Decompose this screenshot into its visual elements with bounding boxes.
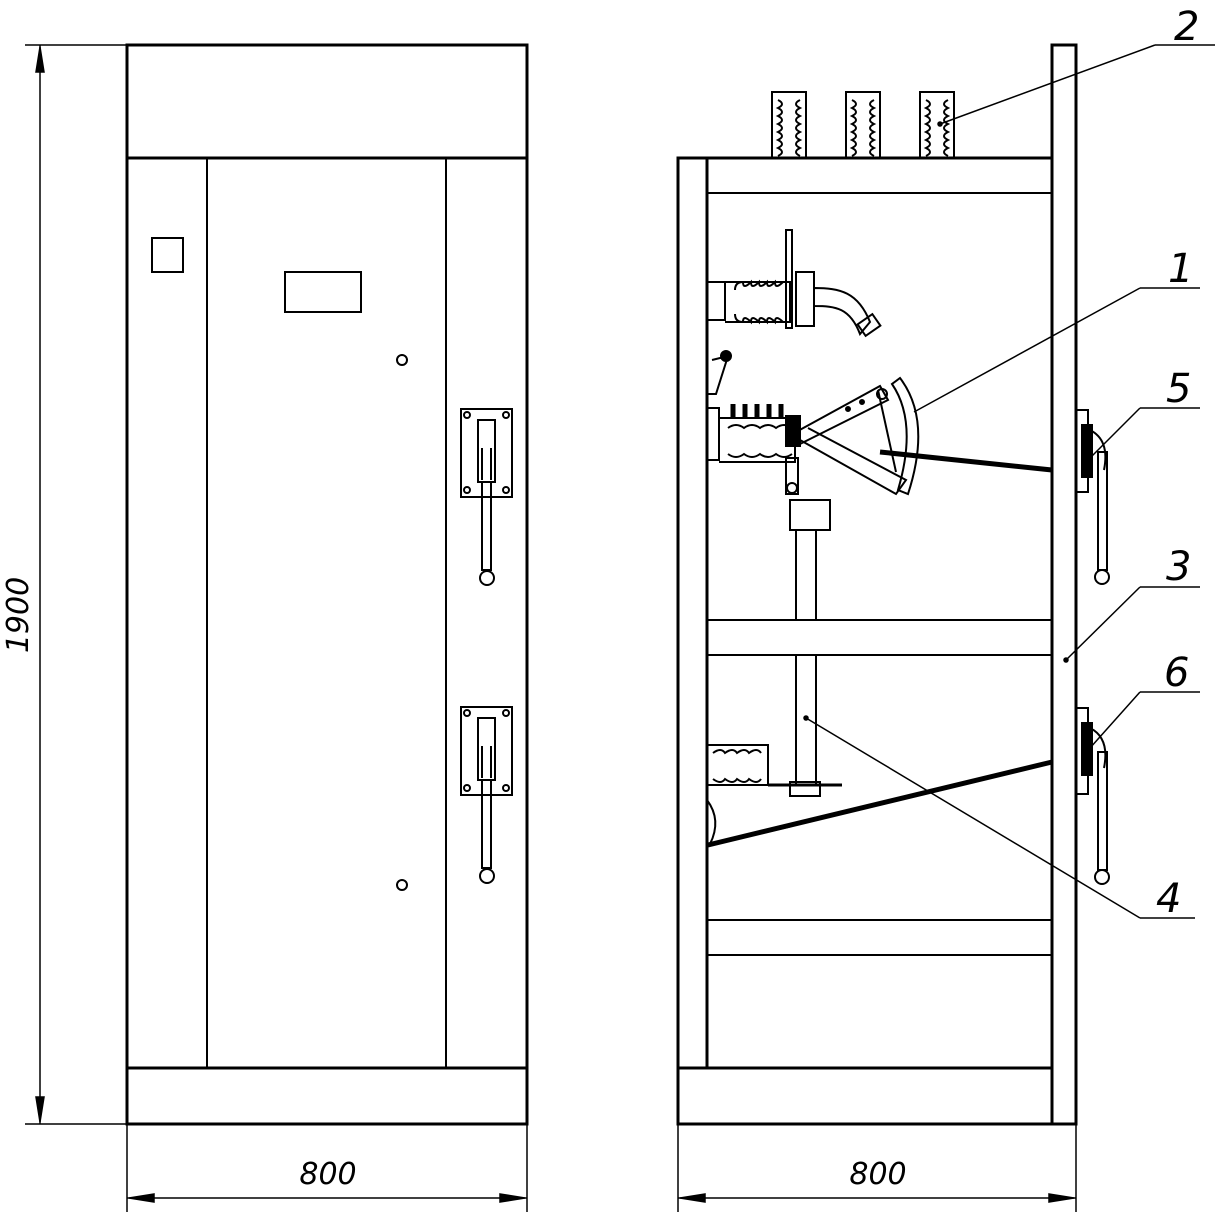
leader-lines: [803, 44, 1215, 919]
side-lower-rail: [706, 919, 1053, 956]
upper-drive-rod: [879, 449, 1053, 473]
front-upper-drive-handle: [460, 408, 513, 586]
side-middle-rail: [706, 619, 1053, 656]
side-width-dimension: [677, 1124, 1077, 1212]
callout-4: 4: [1156, 876, 1181, 922]
lower-drive-rod-link: [707, 824, 791, 847]
side-cabinet-outline: [676, 156, 1054, 1126]
top-bushings: [771, 91, 955, 158]
callout-5: 5: [1166, 366, 1191, 412]
front-door-bolt-bottom: [396, 879, 408, 891]
drive-shaft: [789, 499, 831, 786]
side-width-label: 800: [849, 1157, 906, 1192]
front-door-bolt-top: [396, 354, 408, 366]
front-lower-drive-handle: [460, 706, 513, 884]
front-indicator-window: [151, 237, 184, 273]
upper-insulator: [706, 229, 882, 338]
callout-2: 2: [1174, 4, 1199, 50]
side-rear-wall: [1050, 43, 1078, 1126]
front-cabinet-outline: [125, 43, 529, 1126]
rear-lower-handle: [1075, 707, 1110, 885]
height-dimension-label: 1900: [1, 577, 36, 653]
front-nameplate: [284, 271, 362, 313]
callout-3: 3: [1166, 544, 1191, 590]
front-view: [125, 43, 529, 1126]
callout-6: 6: [1164, 650, 1189, 696]
rear-upper-handle: [1075, 409, 1110, 585]
disconnector-linkage: [706, 350, 732, 461]
main-disconnector: [719, 376, 920, 496]
earthing-switch: [706, 744, 842, 845]
side-top-rail: [706, 157, 1053, 194]
height-dimension: [25, 44, 127, 1125]
front-width-dimension: [126, 1124, 528, 1212]
callout-1: 1: [1168, 246, 1193, 292]
front-width-label: 800: [299, 1157, 356, 1192]
side-view: [676, 43, 1110, 1126]
